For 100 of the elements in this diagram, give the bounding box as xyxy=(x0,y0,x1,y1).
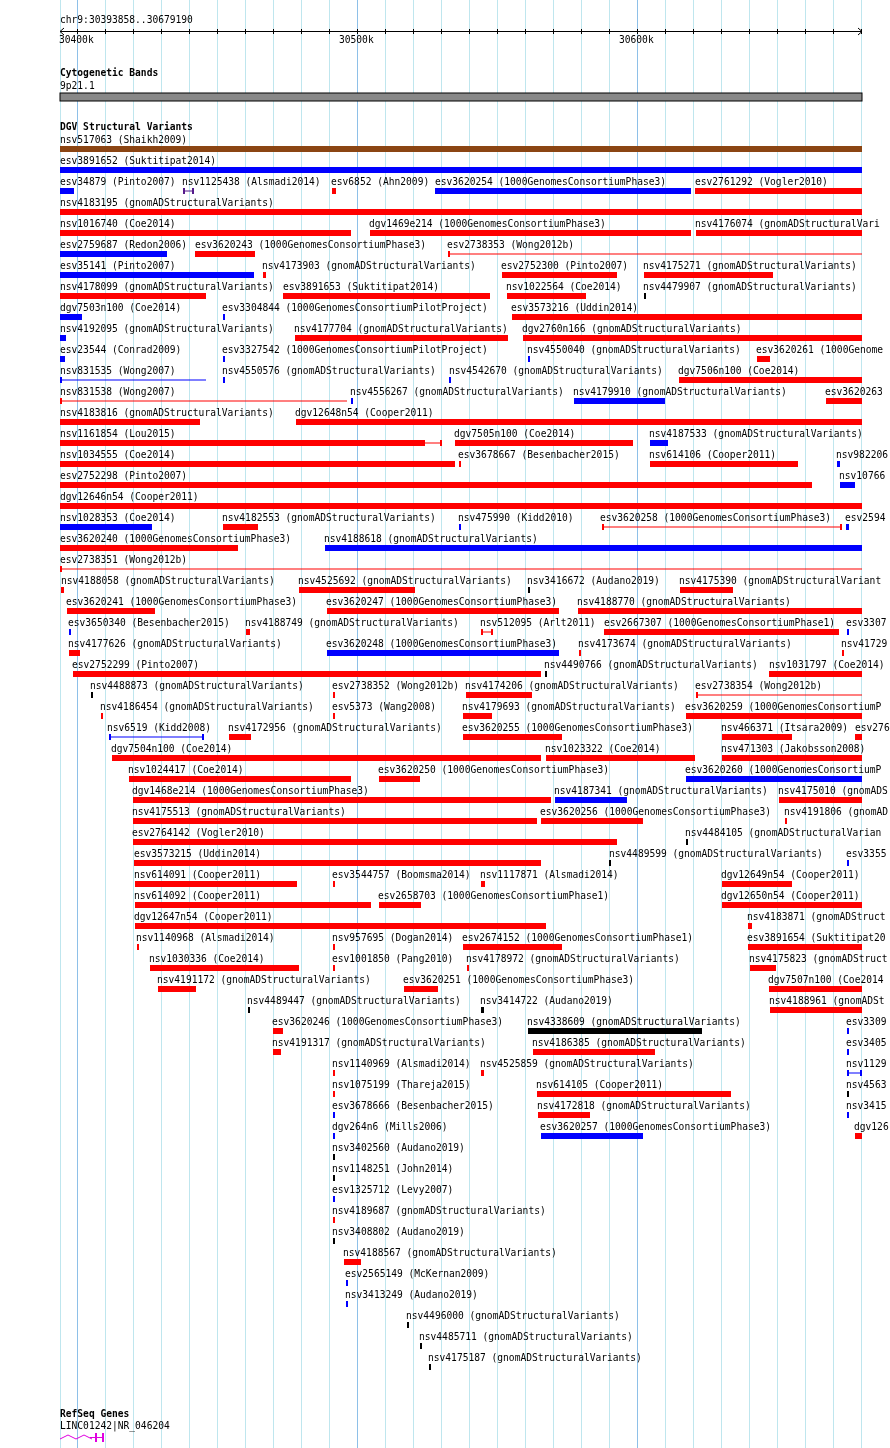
variant-label: nsv1028353 (Coe2014) xyxy=(60,512,176,524)
variant-label: esv2738353 (Wong2012b) xyxy=(447,239,575,251)
variant-label: esv23544 (Conrad2009) xyxy=(60,344,182,356)
gene-label: LINC01242|NR_046204 xyxy=(60,1420,170,1432)
variant-label: nsv3415 xyxy=(846,1100,887,1112)
variant-label: dgv1469e214 (1000GenomesConsortiumPhase3) xyxy=(369,218,606,230)
variant-label: nsv3408802 (Audano2019) xyxy=(332,1226,465,1238)
variant-label: nsv4479907 (gnomADStructuralVariants) xyxy=(643,281,857,293)
variant-label: nsv3413249 (Audano2019) xyxy=(345,1289,478,1301)
variant-label: nsv4550040 (gnomADStructuralVariants) xyxy=(527,344,741,356)
variant-label: nsv4338609 (gnomADStructuralVariants) xyxy=(527,1016,741,1028)
variant-label: nsv4172818 (gnomADStructuralVariants) xyxy=(537,1100,751,1112)
variant-label: esv3620241 (1000GenomesConsortiumPhase3) xyxy=(66,596,298,608)
variant-label: nsv4182553 (gnomADStructuralVariants) xyxy=(222,512,436,524)
variant-label: nsv4563 xyxy=(846,1079,887,1091)
variant-label: nsv4186385 (gnomADStructuralVariants) xyxy=(532,1037,746,1049)
variant-label: nsv4187533 (gnomADStructuralVariants) xyxy=(649,428,863,440)
variant-label: nsv4188961 (gnomADSt xyxy=(769,995,885,1007)
variant-label: esv3355 xyxy=(846,848,887,860)
variant-label: esv3405 xyxy=(846,1037,887,1049)
variant-label: nsv4177704 (gnomADStructuralVariants) xyxy=(294,323,508,335)
band-label: 9p21.1 xyxy=(60,80,95,92)
variant-label: esv2674152 (1000GenomesConsortiumPhase1) xyxy=(462,932,694,944)
variant-label: nsv831535 (Wong2007) xyxy=(60,365,176,377)
variant-label: esv3620256 (1000GenomesConsortiumPhase3) xyxy=(540,806,772,818)
variant-label: esv3620246 (1000GenomesConsortiumPhase3) xyxy=(272,1016,504,1028)
variant-label: nsv1031797 (Coe2014) xyxy=(769,659,885,671)
track-title: DGV Structural Variants xyxy=(60,121,193,133)
variant-label: nsv4179693 (gnomADStructuralVariants) xyxy=(462,701,676,713)
variant-label: nsv614092 (Cooper2011) xyxy=(134,890,262,902)
variant-label: esv3327542 (1000GenomesConsortiumPilotProject) xyxy=(222,344,488,356)
variant-label: nsv4175187 (gnomADStructuralVariants) xyxy=(428,1352,642,1364)
variant-label: dgv7506n100 (Coe2014) xyxy=(678,365,800,377)
variant-label: nsv4188567 (gnomADStructuralVariants) xyxy=(343,1247,557,1259)
variant-label: esv1001850 (Pang2010) xyxy=(332,953,454,965)
variant-label: dgv264n6 (Mills2006) xyxy=(332,1121,448,1133)
variant-label: dgv7507n100 (Coe2014 xyxy=(768,974,884,986)
variant-label: esv3620240 (1000GenomesConsortiumPhase3) xyxy=(60,533,292,545)
variant-label: esv3620243 (1000GenomesConsortiumPhase3) xyxy=(195,239,427,251)
variant-label: nsv4496000 (gnomADStructuralVariants) xyxy=(406,1310,620,1322)
track-title: RefSeq Genes xyxy=(60,1408,130,1420)
variant-label: esv3620260 (1000GenomesConsortiumP xyxy=(685,764,882,776)
variant-label: nsv3416672 (Audano2019) xyxy=(527,575,660,587)
variant-label: nsv1075199 (Thareja2015) xyxy=(332,1079,471,1091)
variant-label: nsv3414722 (Audano2019) xyxy=(480,995,613,1007)
variant-label: nsv1034555 (Coe2014) xyxy=(60,449,176,461)
variant-label: nsv4186454 (gnomADStructuralVariants) xyxy=(100,701,314,713)
variant-label: esv5373 (Wang2008) xyxy=(332,701,436,713)
variant-label: nsv4189687 (gnomADStructuralVariants) xyxy=(332,1205,546,1217)
variant-label: nsv1140968 (Alsmadi2014) xyxy=(136,932,275,944)
variant-label: nsv1030336 (Coe2014) xyxy=(149,953,265,965)
variant-label: esv3309 xyxy=(846,1016,887,1028)
variant-label: nsv4175513 (gnomADStructuralVariants) xyxy=(132,806,346,818)
variant-label: nsv1024417 (Coe2014) xyxy=(128,764,244,776)
variant-label: nsv4191172 (gnomADStructuralVariants) xyxy=(157,974,371,986)
variant-label: dgv7504n100 (Coe2014) xyxy=(111,743,233,755)
track-title: Cytogenetic Bands xyxy=(60,67,159,79)
variant-label: dgv12648n54 (Cooper2011) xyxy=(295,407,434,419)
variant-label: nsv4489447 (gnomADStructuralVariants) xyxy=(247,995,461,1007)
variant-label: nsv471303 (Jakobsson2008) xyxy=(721,743,866,755)
variant-label: nsv957695 (Dogan2014) xyxy=(332,932,454,944)
variant-label: nsv1023322 (Coe2014) xyxy=(545,743,661,755)
variant-label: nsv4489599 (gnomADStructuralVariants) xyxy=(609,848,823,860)
variant-label: esv3544757 (Boomsma2014) xyxy=(332,869,471,881)
variant-label: nsv1125438 (Alsmadi2014) xyxy=(182,176,321,188)
variant-label: nsv614106 (Cooper2011) xyxy=(649,449,777,461)
variant-label: esv3650340 (Besenbacher2015) xyxy=(68,617,230,629)
variant-label: nsv4176074 (gnomADStructuralVari xyxy=(695,218,880,230)
variant-label: nsv4485711 (gnomADStructuralVariants) xyxy=(419,1331,633,1343)
variant-label: esv2667307 (1000GenomesConsortiumPhase1) xyxy=(604,617,836,629)
variant-label: dgv12647n54 (Cooper2011) xyxy=(134,911,273,923)
variant-label: nsv4484105 (gnomADStructuralVarian xyxy=(685,827,882,839)
variant-label: esv3573216 (Uddin2014) xyxy=(511,302,639,314)
variant-label: dgv126 xyxy=(854,1121,889,1133)
variant-label: nsv614105 (Cooper2011) xyxy=(536,1079,664,1091)
variant-label: nsv1117871 (Alsmadi2014) xyxy=(480,869,619,881)
variant-label: nsv4175823 (gnomADStruct xyxy=(749,953,888,965)
variant-label: nsv1148251 (John2014) xyxy=(332,1163,454,1175)
variant-label: esv3620248 (1000GenomesConsortiumPhase3) xyxy=(326,638,558,650)
variant-label: dgv7503n100 (Coe2014) xyxy=(60,302,182,314)
variant-label: nsv4183871 (gnomADStruct xyxy=(747,911,886,923)
variant-label: dgv12650n54 (Cooper2011) xyxy=(721,890,860,902)
variant-label: nsv831538 (Wong2007) xyxy=(60,386,176,398)
variant-label: dgv7505n100 (Coe2014) xyxy=(454,428,576,440)
variant-label: esv3620250 (1000GenomesConsortiumPhase3) xyxy=(378,764,610,776)
variant-label: nsv4191806 (gnomAD xyxy=(784,806,888,818)
variant-label: esv3620258 (1000GenomesConsortiumPhase3) xyxy=(600,512,832,524)
variant-label: nsv4188749 (gnomADStructuralVariants) xyxy=(245,617,459,629)
variant-label: esv6852 (Ahn2009) xyxy=(331,176,430,188)
variant-label: esv3304844 (1000GenomesConsortiumPilotProject) xyxy=(222,302,488,314)
variant-label: esv3678667 (Besenbacher2015) xyxy=(458,449,620,461)
variant-label: nsv4525859 (gnomADStructuralVariants) xyxy=(480,1058,694,1070)
variant-label: esv3620261 (1000Genome xyxy=(756,344,884,356)
variant-label: nsv4175271 (gnomADStructuralVariants) xyxy=(643,260,857,272)
variant-label: esv2738351 (Wong2012b) xyxy=(60,554,188,566)
variant-label: nsv4525692 (gnomADStructuralVariants) xyxy=(298,575,512,587)
variant-label: nsv4542670 (gnomADStructuralVariants) xyxy=(449,365,663,377)
variant-label: esv2565149 (McKernan2009) xyxy=(345,1268,490,1280)
variant-label: nsv1140969 (Alsmadi2014) xyxy=(332,1058,471,1070)
tick-label: 30500k xyxy=(339,34,374,46)
